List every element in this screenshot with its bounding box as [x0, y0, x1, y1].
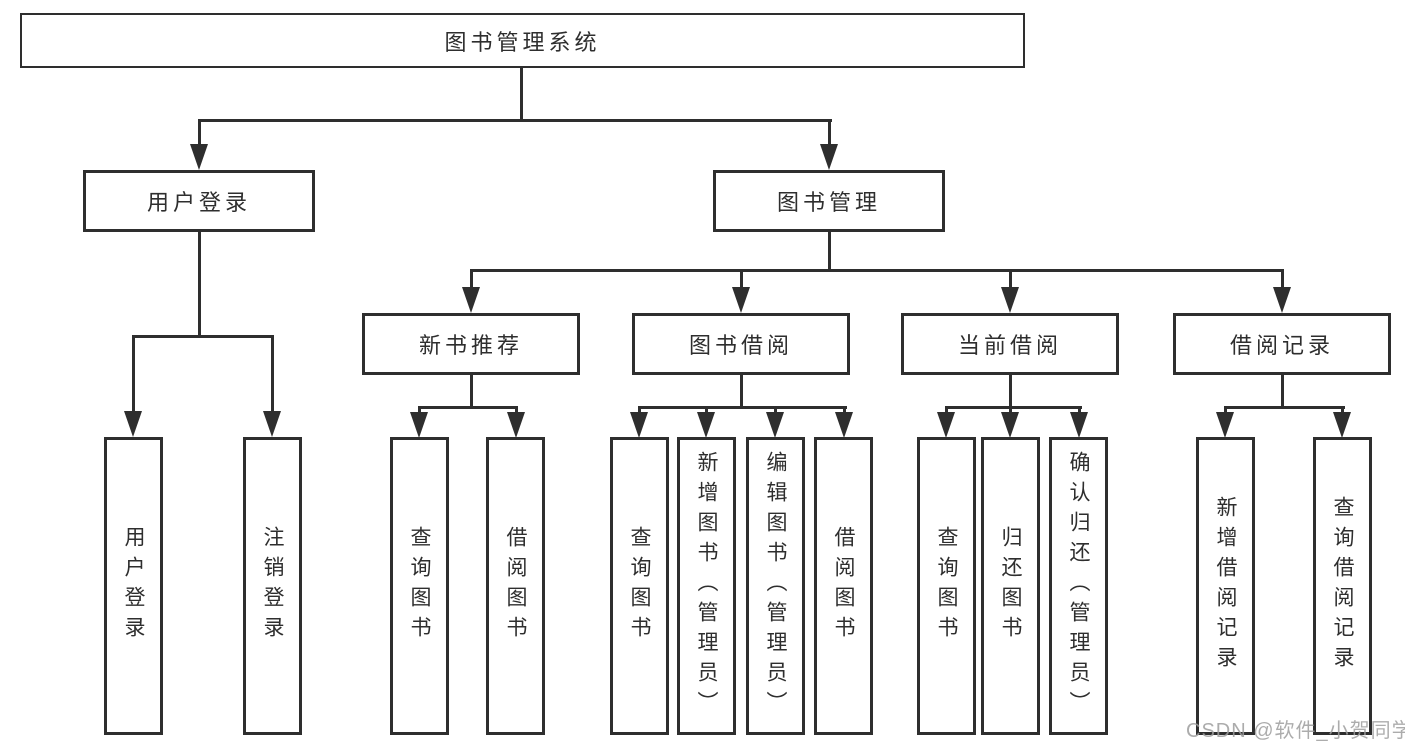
edge-to-leaf-logout [271, 335, 274, 415]
edge-br-leaf1 [1224, 406, 1227, 415]
edge-root-drop [520, 68, 523, 121]
leaf-logout-label: 注销登录 [261, 526, 284, 646]
leaf-bb-add-book-admin: 新增图书（管理员） [677, 437, 736, 735]
node-book-borrow-label: 图书借阅 [688, 333, 793, 358]
edge-cb-leaf1 [945, 406, 948, 415]
node-book-management-label: 图书管理 [776, 190, 881, 215]
leaf-br-add-record: 新增借阅记录 [1196, 437, 1255, 735]
leaf-br-add-record-label: 新增借阅记录 [1214, 496, 1237, 676]
leaf-br-query-record: 查询借阅记录 [1313, 437, 1372, 735]
node-book-management: 图书管理 [713, 170, 945, 232]
node-book-borrow: 图书借阅 [632, 313, 850, 375]
edge-rec-rail [418, 406, 518, 409]
arrow-to-user-login [190, 144, 208, 170]
edge-bb-leaf4 [843, 406, 846, 415]
node-root-label: 图书管理系统 [444, 29, 601, 55]
edge-cb-leaf3 [1078, 406, 1081, 415]
arrow-br-leaf1 [1216, 412, 1234, 438]
node-new-book-recommend-label: 新书推荐 [418, 333, 523, 358]
edge-br-rail [1224, 406, 1345, 409]
edge-cb-drop [1009, 375, 1012, 408]
edge-book-mgmt-drop [828, 232, 831, 272]
edge-to-book-management [828, 119, 831, 147]
arrow-rec-leaf2 [507, 412, 525, 438]
edge-cb-leaf2 [1009, 406, 1012, 415]
node-user-login-label: 用户登录 [146, 190, 251, 215]
node-borrow-record: 借阅记录 [1173, 313, 1391, 375]
leaf-logout: 注销登录 [243, 437, 302, 735]
leaf-bb-borrow-book: 借阅图书 [814, 437, 873, 735]
arrow-rec-leaf1 [410, 412, 428, 438]
leaf-br-query-record-label: 查询借阅记录 [1331, 496, 1354, 676]
edge-user-login-rail [132, 335, 274, 338]
leaf-rec-query-book-label: 查询图书 [408, 526, 431, 646]
leaf-bb-borrow-book-label: 借阅图书 [832, 526, 855, 646]
node-current-borrow-label: 当前借阅 [957, 333, 1062, 358]
edge-to-new-book-recommend [470, 269, 473, 290]
leaf-cb-confirm-return-admin: 确认归还（管理员） [1049, 437, 1108, 735]
node-borrow-record-label: 借阅记录 [1229, 333, 1334, 358]
leaf-rec-borrow-book: 借阅图书 [486, 437, 545, 735]
edge-user-login-drop [198, 232, 201, 338]
edge-to-book-borrow [740, 269, 743, 290]
arrow-cb-leaf3 [1070, 412, 1088, 438]
arrow-to-book-management [820, 144, 838, 170]
edge-book-mgmt-rail [470, 269, 1284, 272]
arrow-to-new-book-recommend [462, 287, 480, 313]
edge-br-drop [1281, 375, 1284, 408]
edge-cb-rail [945, 406, 1082, 409]
edge-bb-rail [638, 406, 847, 409]
arrow-to-leaf-login [124, 411, 142, 437]
leaf-bb-edit-book-admin: 编辑图书（管理员） [746, 437, 805, 735]
leaf-rec-query-book: 查询图书 [390, 437, 449, 735]
edge-rec-drop [470, 375, 473, 408]
edge-bb-leaf1 [638, 406, 641, 415]
edge-root-rail [198, 119, 832, 122]
edge-rec-leaf2 [515, 406, 518, 415]
leaf-bb-query-book-label: 查询图书 [628, 526, 651, 646]
edge-to-borrow-record [1281, 269, 1284, 290]
arrow-bb-leaf2 [697, 412, 715, 438]
arrow-bb-leaf1 [630, 412, 648, 438]
node-new-book-recommend: 新书推荐 [362, 313, 580, 375]
leaf-bb-add-book-admin-label: 新增图书（管理员） [695, 451, 718, 721]
arrow-cb-leaf1 [937, 412, 955, 438]
arrow-bb-leaf4 [835, 412, 853, 438]
leaf-cb-query-book-label: 查询图书 [935, 526, 958, 646]
edge-to-user-login [198, 119, 201, 147]
leaf-cb-query-book: 查询图书 [917, 437, 976, 735]
leaf-cb-return-book-label: 归还图书 [999, 526, 1022, 646]
edge-br-leaf2 [1341, 406, 1344, 415]
edge-bb-leaf3 [774, 406, 777, 415]
leaf-bb-query-book: 查询图书 [610, 437, 669, 735]
arrow-to-current-borrow [1001, 287, 1019, 313]
leaf-rec-borrow-book-label: 借阅图书 [504, 526, 527, 646]
leaf-cb-confirm-return-admin-label: 确认归还（管理员） [1067, 451, 1090, 721]
arrow-bb-leaf3 [766, 412, 784, 438]
edge-to-leaf-login [132, 335, 135, 415]
arrow-cb-leaf2 [1001, 412, 1019, 438]
leaf-user-login: 用户登录 [104, 437, 163, 735]
edge-to-current-borrow [1009, 269, 1012, 290]
watermark: CSDN @软件_小贺同学 [1186, 720, 1405, 742]
node-user-login: 用户登录 [83, 170, 315, 232]
arrow-br-leaf2 [1333, 412, 1351, 438]
edge-bb-leaf2 [705, 406, 708, 415]
arrow-to-leaf-logout [263, 411, 281, 437]
leaf-cb-return-book: 归还图书 [981, 437, 1040, 735]
edge-bb-drop [740, 375, 743, 408]
leaf-user-login-label: 用户登录 [122, 526, 145, 646]
leaf-bb-edit-book-admin-label: 编辑图书（管理员） [764, 451, 787, 721]
arrow-to-borrow-record [1273, 287, 1291, 313]
node-current-borrow: 当前借阅 [901, 313, 1119, 375]
arrow-to-book-borrow [732, 287, 750, 313]
edge-rec-leaf1 [418, 406, 421, 415]
node-root: 图书管理系统 [20, 13, 1025, 68]
